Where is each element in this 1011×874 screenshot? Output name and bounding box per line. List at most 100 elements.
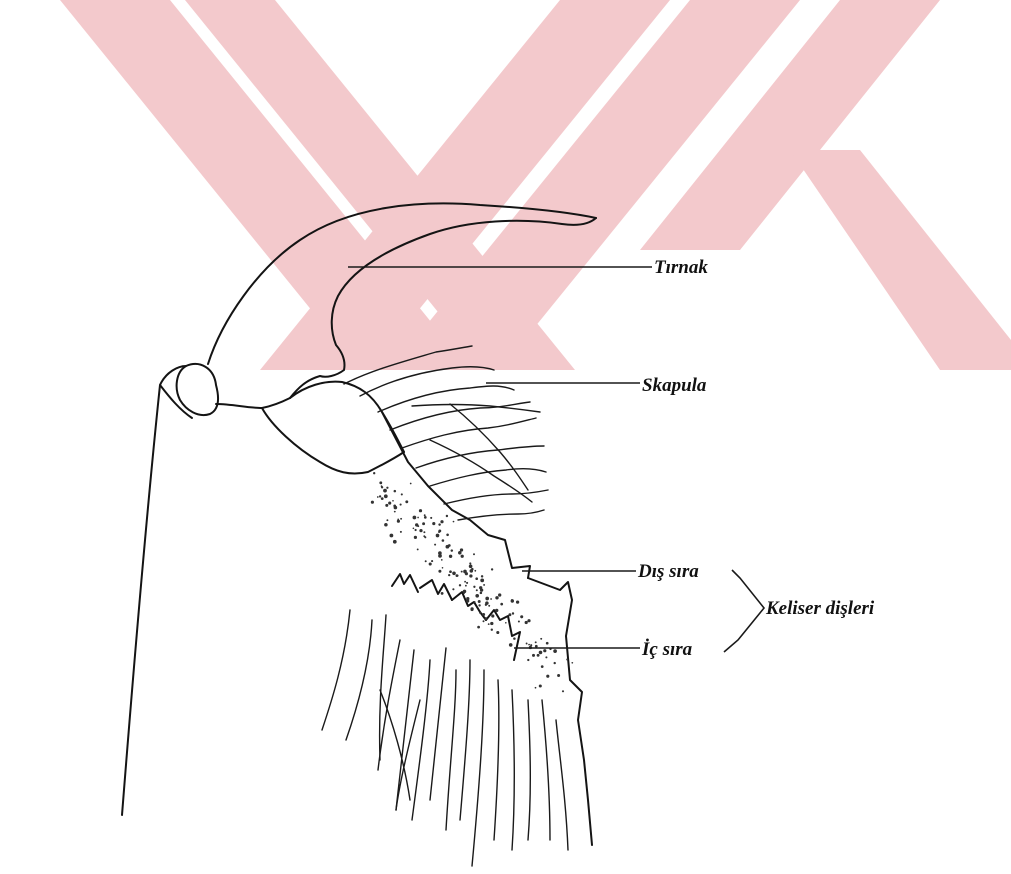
stipple-dot bbox=[491, 568, 493, 570]
stipple-dot bbox=[424, 514, 426, 516]
stipple-dot bbox=[388, 502, 391, 505]
stipple-dot bbox=[488, 623, 490, 625]
stipple-dot bbox=[516, 600, 519, 603]
stipple-dot bbox=[449, 570, 452, 573]
stipple-dot bbox=[566, 659, 568, 661]
stipple-dot bbox=[483, 620, 485, 622]
stipple-dot bbox=[480, 592, 483, 595]
stipple-dot bbox=[413, 516, 417, 520]
stipple-dot bbox=[526, 643, 528, 645]
stipple-dot bbox=[495, 609, 498, 612]
stipple-dot bbox=[495, 596, 498, 599]
stipple-dot bbox=[379, 495, 381, 497]
stipple-dot bbox=[448, 574, 450, 576]
stipple-dot bbox=[474, 570, 476, 572]
stipple-dot bbox=[513, 637, 516, 640]
stipple-dot bbox=[451, 549, 453, 551]
stipple-dot bbox=[485, 617, 488, 620]
stipple-dot bbox=[394, 490, 397, 493]
stipple-dot bbox=[381, 486, 383, 488]
stipple-dot bbox=[459, 584, 461, 586]
stipple-dot bbox=[479, 586, 482, 589]
stipple-dot bbox=[512, 612, 514, 614]
stipple-dot bbox=[417, 548, 419, 550]
stipple-dot bbox=[414, 536, 417, 539]
stipple-dot bbox=[438, 570, 441, 573]
label-scapula: Skapula bbox=[642, 375, 707, 396]
stipple-dot bbox=[528, 644, 530, 646]
stipple-dot bbox=[441, 559, 443, 561]
stipple-dot bbox=[417, 525, 419, 527]
stipple-dot bbox=[469, 574, 472, 577]
stipple-dot bbox=[430, 517, 432, 519]
stipple-dot bbox=[496, 631, 499, 634]
stipple-dot bbox=[386, 487, 388, 489]
stipple-dot bbox=[381, 497, 384, 500]
stipple-dot bbox=[491, 614, 494, 617]
stipple-dot bbox=[481, 575, 483, 577]
stipple-dot bbox=[453, 521, 455, 523]
stipple-dot bbox=[539, 651, 543, 655]
stipple-dot bbox=[394, 511, 396, 513]
stipple-dot bbox=[440, 520, 443, 523]
stipple-dot bbox=[557, 674, 560, 677]
stipple-dot bbox=[386, 519, 388, 521]
label-chelicera-teeth: Keliser dişleri bbox=[765, 598, 875, 619]
stipple-dot bbox=[535, 687, 537, 689]
stipple-dot bbox=[442, 567, 444, 569]
stipple-dot bbox=[401, 493, 403, 495]
stipple-dot bbox=[546, 642, 549, 645]
stipple-dot bbox=[400, 531, 402, 533]
stipple-dot bbox=[520, 615, 523, 618]
stipple-dot bbox=[461, 555, 464, 558]
watermark-logo bbox=[60, 0, 1011, 370]
stipple-dot bbox=[424, 516, 427, 519]
stipple-dot bbox=[490, 622, 493, 625]
stipple-dot bbox=[452, 588, 454, 590]
stipple-dot bbox=[477, 626, 480, 629]
stipple-area bbox=[371, 472, 573, 692]
label-claw: Tırnak bbox=[654, 257, 708, 278]
stipple-dot bbox=[463, 590, 467, 594]
stipple-dot bbox=[390, 534, 394, 538]
label-inner-row: İç sıra bbox=[641, 638, 693, 660]
stipple-dot bbox=[498, 593, 501, 596]
joint-knob bbox=[177, 364, 404, 474]
chelicera-base bbox=[122, 366, 192, 815]
stipple-dot bbox=[546, 675, 549, 678]
stipple-dot bbox=[417, 517, 419, 519]
stipple-dot bbox=[465, 585, 467, 587]
stipple-dot bbox=[473, 586, 475, 588]
stipple-dot bbox=[532, 654, 535, 657]
stipple-dot bbox=[385, 504, 388, 507]
stipple-dot bbox=[525, 621, 528, 624]
stipple-dot bbox=[466, 597, 469, 600]
stipple-dot bbox=[508, 613, 511, 616]
stipple-dot bbox=[400, 518, 402, 520]
stipple-dot bbox=[473, 553, 475, 555]
stipple-dot bbox=[485, 604, 487, 606]
stipple-dot bbox=[535, 641, 537, 643]
stipple-dot bbox=[432, 522, 435, 525]
stipple-dot bbox=[429, 562, 432, 565]
stipple-dot bbox=[470, 607, 473, 610]
stipple-dot bbox=[475, 594, 479, 598]
stipple-dot bbox=[441, 592, 444, 595]
stipple-dot bbox=[446, 534, 449, 537]
stipple-dot bbox=[490, 598, 492, 600]
stipple-dot bbox=[434, 544, 436, 546]
stipple-dot bbox=[438, 529, 441, 532]
stipple-dot bbox=[469, 564, 473, 568]
stipple-dot bbox=[405, 500, 408, 503]
stipple-dot bbox=[446, 545, 450, 549]
stipple-dot bbox=[464, 581, 466, 583]
stipple-dot bbox=[384, 523, 388, 527]
stipple-dot bbox=[422, 522, 425, 525]
stipple-dot bbox=[371, 501, 374, 504]
stipple-dot bbox=[571, 662, 573, 664]
stipple-dot bbox=[505, 622, 507, 624]
stipple-dot bbox=[383, 489, 387, 493]
stipple-dot bbox=[479, 612, 481, 614]
stipple-dot bbox=[500, 603, 503, 606]
stipple-dot bbox=[478, 604, 480, 606]
